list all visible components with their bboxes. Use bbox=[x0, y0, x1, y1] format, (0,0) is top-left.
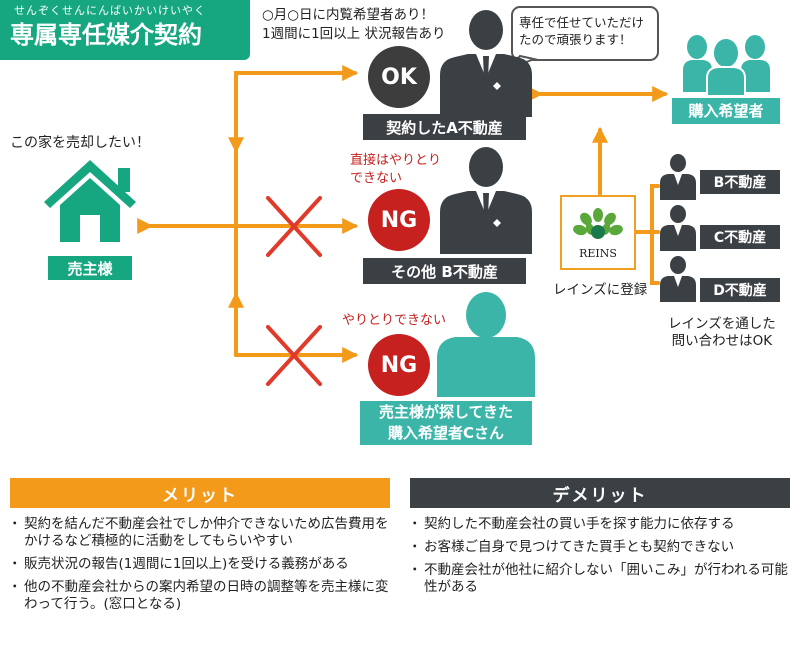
agent-a-person-icon bbox=[440, 10, 532, 117]
agent-icon-d-small bbox=[660, 256, 696, 302]
buyers-group-icon bbox=[683, 35, 770, 97]
reins-box: REINS bbox=[560, 195, 636, 270]
agent-b-note: 直接はやりとり できない bbox=[350, 152, 441, 188]
agent-b-note-line2: できない bbox=[350, 171, 403, 186]
buyer-c-label-line2: 購入希望者Cさん bbox=[387, 424, 504, 442]
agent-speech-bubble: 専任で任せていただけ たので頑張ります！ bbox=[511, 6, 659, 61]
agent-b-person-icon bbox=[440, 147, 532, 254]
demerit-item: 不動産会社が他社に紹介しない「囲いこみ」が行われる可能性がある bbox=[408, 562, 790, 596]
buyer-c-label: 売主様が探してきた 購入希望者Cさん bbox=[360, 401, 532, 445]
other-agent-b-label: B不動産 bbox=[700, 170, 780, 194]
merit-list: 契約を結んだ不動産会社でしか仲介できないため広告費用をかけるなど積極的に活動をし… bbox=[8, 516, 390, 619]
seller-speech: この家を売却したい！ bbox=[10, 135, 150, 151]
agent-icon-c-small bbox=[660, 205, 696, 251]
demerit-heading: デメリット bbox=[410, 478, 790, 508]
arrow-to-agent-a bbox=[234, 65, 359, 357]
merit-item: 契約を結んだ不動産会社でしか仲介できないため広告費用をかけるなど積極的に活動をし… bbox=[8, 516, 390, 550]
reins-inquiry-note: レインズを通した 問い合わせはOK bbox=[668, 316, 776, 350]
merit-item: 販売状況の報告(1週間に1回以上)を受ける義務がある bbox=[8, 556, 390, 573]
ok-badge: OK bbox=[368, 46, 430, 108]
house-icon bbox=[44, 160, 136, 242]
reins-inquiry-note-line1: レインズを通した bbox=[668, 316, 776, 332]
report-note-line2: 1週間に1回以上 状況報告あり bbox=[262, 26, 446, 42]
ng-badge-agent-b: NG bbox=[368, 189, 430, 251]
other-agent-d-label: D不動産 bbox=[700, 278, 780, 302]
buyers-label: 購入希望者 bbox=[672, 98, 780, 124]
title-ruby: せんぞくせんにんばいかいけいやく bbox=[14, 4, 206, 17]
cross-buyer-c bbox=[266, 325, 322, 386]
reins-caption: レインズに登録 bbox=[553, 282, 648, 298]
bubble-line2: たので頑張ります！ bbox=[519, 32, 632, 47]
report-note: ○月○日に内覧希望者あり！ 1週間に1回以上 状況報告あり bbox=[262, 6, 445, 44]
cross-agent-b bbox=[266, 196, 322, 257]
title-banner: せんぞくせんにんばいかいけいやく 専属専任媒介契約 bbox=[0, 0, 250, 60]
buyer-c-label-line1: 売主様が探してきた bbox=[378, 403, 514, 421]
ng-badge-buyer-c: NG bbox=[368, 334, 430, 396]
demerit-list: 契約した不動産会社の買い手を探す能力に依存する お客様ご自身で見つけてきた買手と… bbox=[408, 516, 790, 602]
reins-inquiry-note-line2: 問い合わせはOK bbox=[671, 333, 773, 349]
page-title: 専属専任媒介契約 bbox=[10, 21, 202, 49]
agent-a-label: 契約したA不動産 bbox=[363, 114, 526, 140]
agent-icon-b-small bbox=[660, 154, 696, 200]
demerit-item: お客様ご自身で見つけてきた買手とも契約できない bbox=[408, 539, 790, 556]
reins-logo-icon bbox=[573, 208, 623, 239]
flow-arrows bbox=[137, 65, 669, 363]
merit-item: 他の不動産会社からの案内希望の日時の調整等を売主様に変わって行う。(窓口となる) bbox=[8, 579, 390, 613]
merit-heading: メリット bbox=[10, 478, 390, 508]
reins-connector bbox=[634, 184, 660, 285]
seller-label: 売主様 bbox=[48, 256, 132, 280]
agent-b-label: その他 B不動産 bbox=[363, 258, 526, 284]
report-note-line1: ○月○日に内覧希望者あり！ bbox=[262, 7, 435, 23]
demerit-item: 契約した不動産会社の買い手を探す能力に依存する bbox=[408, 516, 790, 533]
bubble-line1: 専任で任せていただけ bbox=[519, 15, 645, 30]
other-agent-c-label: C不動産 bbox=[700, 225, 780, 249]
buyer-c-note: やりとりできない bbox=[342, 313, 447, 328]
reins-logo-text: REINS bbox=[579, 247, 617, 260]
agent-b-note-line1: 直接はやりとり bbox=[350, 153, 442, 168]
buyer-c-person-icon bbox=[437, 292, 535, 397]
